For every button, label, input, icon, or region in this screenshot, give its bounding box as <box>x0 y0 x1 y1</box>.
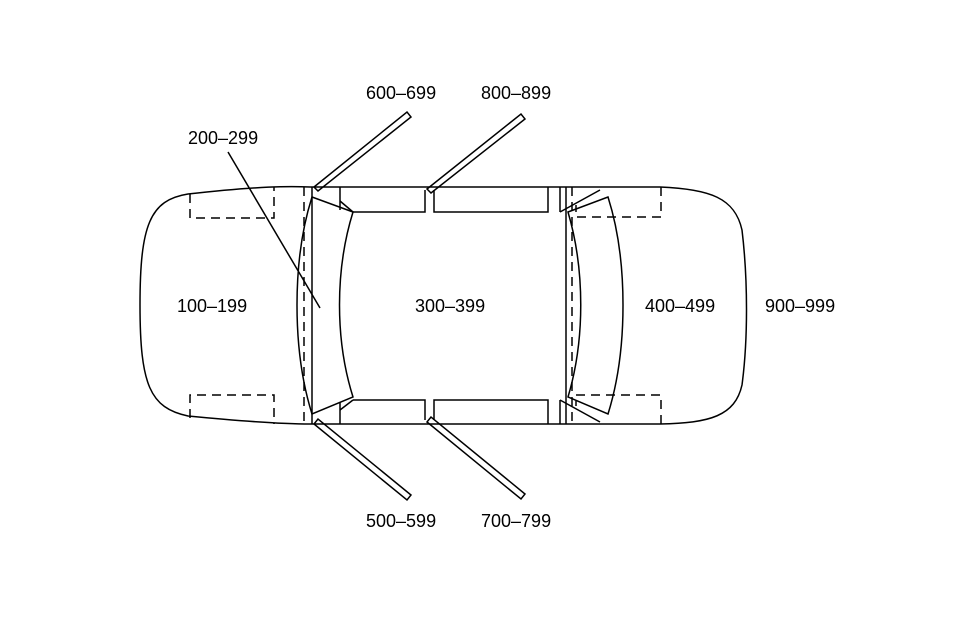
leader-800-899 <box>425 112 527 195</box>
leader-700-799 <box>425 415 527 501</box>
label-roof: 300–399 <box>415 296 486 316</box>
label-left-rear-door: 700–799 <box>481 511 552 531</box>
leader-600-699 <box>312 110 413 193</box>
label-rear-glass: 400–499 <box>645 296 716 316</box>
rear-glass-outline <box>567 196 624 416</box>
rear-left-dashed-box <box>575 394 662 424</box>
windshield-outline <box>296 196 354 416</box>
label-rear: 900–999 <box>765 296 836 316</box>
label-right-rear-door: 800–899 <box>481 83 552 103</box>
label-windshield: 200–299 <box>188 128 259 148</box>
left-front-door-panel <box>353 399 426 420</box>
label-right-front-door: 600–699 <box>366 83 437 103</box>
right-rear-door-diag <box>559 189 601 213</box>
label-front: 100–199 <box>177 296 248 316</box>
right-front-door-panel <box>353 190 426 213</box>
left-front-door-bottom <box>339 399 354 411</box>
left-rear-door-diag <box>559 399 601 423</box>
front-right-dashed-box <box>189 187 275 219</box>
label-left-front-door: 500–599 <box>366 511 437 531</box>
leader-500-599 <box>312 417 413 502</box>
front-left-dashed-box <box>189 394 275 424</box>
rear-right-dashed-box <box>575 187 662 218</box>
leader-200-299 <box>227 151 321 309</box>
right-rear-door-panel <box>433 187 549 213</box>
right-front-door-top <box>339 200 354 213</box>
car-body-outline <box>139 185 748 425</box>
left-rear-door-panel <box>433 399 549 424</box>
